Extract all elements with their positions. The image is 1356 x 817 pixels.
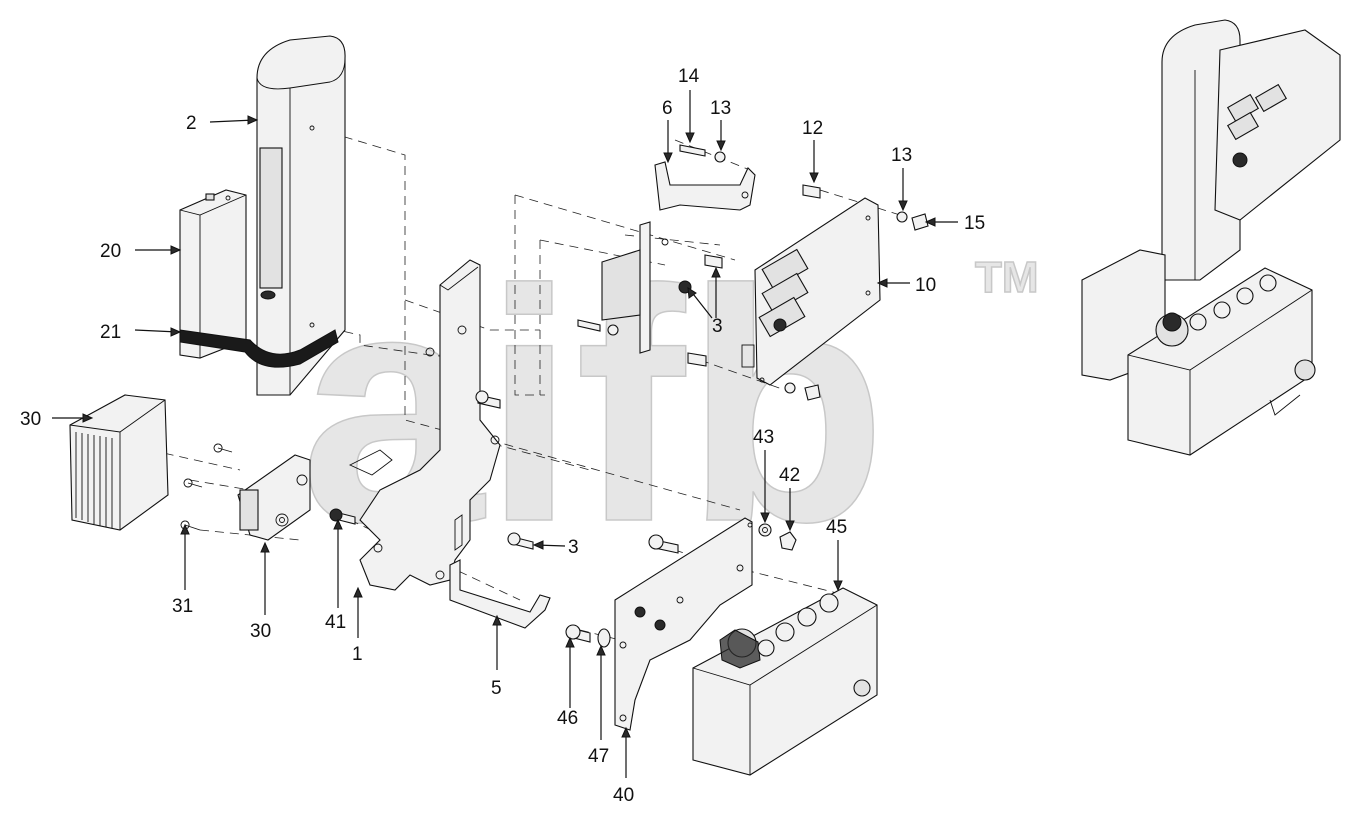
fasteners-middle [329, 390, 679, 554]
callout-labels: 2 20 21 30 31 30 41 1 5 3 6 14 13 12 13 … [20, 66, 985, 806]
callout-5: 5 [491, 678, 502, 699]
callout-42: 42 [779, 465, 800, 486]
part-battery-box [179, 189, 247, 359]
callout-13-right: 13 [891, 145, 912, 166]
callout-20: 20 [100, 241, 121, 262]
part-mounting-plate [614, 517, 753, 731]
leader-lines [52, 90, 958, 778]
callout-13-upper: 13 [710, 98, 731, 119]
part-strap [179, 329, 339, 368]
callout-15: 15 [964, 213, 985, 234]
callout-2: 2 [186, 113, 197, 134]
callout-47: 47 [588, 746, 609, 767]
part-clip-bracket [180, 443, 311, 541]
part-control-box [692, 587, 878, 776]
callout-1: 1 [352, 644, 363, 665]
part-upper-frame [601, 161, 756, 354]
part-main-bracket [348, 259, 501, 591]
callout-3-upper: 3 [712, 316, 723, 337]
callout-12: 12 [802, 118, 823, 139]
callout-30-cover: 30 [20, 409, 41, 430]
callout-43: 43 [753, 427, 774, 448]
part-u-bracket [449, 559, 551, 629]
callout-45: 45 [826, 517, 847, 538]
assembled-view [1081, 19, 1341, 456]
callout-21: 21 [100, 322, 121, 343]
callout-31: 31 [172, 596, 193, 617]
watermark-trademark: TM [975, 253, 1039, 302]
callout-6: 6 [662, 98, 673, 119]
part-circuit-board [741, 197, 881, 386]
callout-10: 10 [915, 275, 936, 296]
part-column-housing [256, 35, 346, 396]
fasteners-lower [565, 523, 797, 648]
callout-46: 46 [557, 708, 578, 729]
callout-41: 41 [325, 612, 346, 633]
callout-14: 14 [678, 66, 700, 87]
callout-3-lower: 3 [568, 537, 579, 558]
callout-40: 40 [613, 785, 634, 806]
callout-30-clip: 30 [250, 621, 271, 642]
part-front-cover [69, 394, 169, 531]
